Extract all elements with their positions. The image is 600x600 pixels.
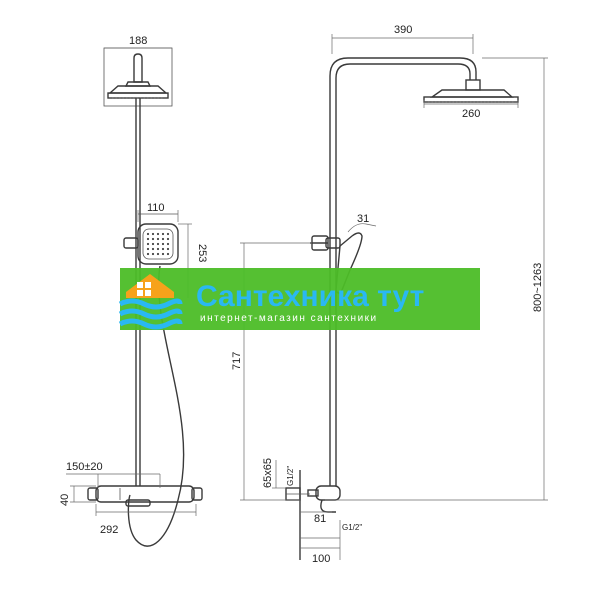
spray-nozzle — [156, 252, 160, 256]
front-view: 188 110 253 150±20 40 292 — [59, 35, 208, 547]
spray-nozzle — [166, 237, 170, 241]
spray-nozzle — [156, 242, 160, 246]
watermark-subtitle: интернет-магазин сантехники — [200, 313, 378, 324]
watermark-banner: Сантехника тут интернет-магазин сантехни… — [118, 268, 480, 330]
dim-head-width: 188 — [129, 35, 147, 47]
spray-nozzle — [161, 237, 165, 241]
side-view: 390 260 31 800~1263 717 65x65 G1/2" 81 G… — [231, 24, 548, 565]
house-waves-icon — [118, 274, 183, 330]
dim-head-diameter: 260 — [462, 108, 480, 120]
dim-inlet-thread-top: G1/2" — [286, 466, 295, 486]
front-thermostatic-mixer — [87, 485, 203, 507]
spray-nozzle — [161, 252, 165, 256]
spray-nozzle — [146, 242, 150, 246]
dim-eccentric-depth: 81 — [314, 513, 326, 525]
spray-nozzle — [146, 237, 150, 241]
front-shower-head — [103, 47, 173, 107]
dim-height-range: 800~1263 — [532, 263, 544, 312]
spray-nozzle — [161, 232, 165, 236]
dim-eccentric-size: 65x65 — [262, 458, 274, 488]
dim-mixer-length: 292 — [100, 524, 118, 536]
watermark-title: Сантехника тут — [196, 280, 424, 313]
dim-handshower-width: 110 — [147, 202, 165, 214]
side-dimension-lines — [240, 34, 548, 560]
dim-mixer-height: 40 — [59, 494, 71, 506]
spray-nozzle — [166, 252, 170, 256]
spray-nozzle — [166, 232, 170, 236]
dim-holder-height: 717 — [231, 352, 243, 370]
dim-mixer-spacing: 150±20 — [66, 461, 103, 473]
dim-handshower-height: 253 — [196, 244, 208, 262]
spray-nozzle — [156, 237, 160, 241]
dim-wall-offset: 100 — [312, 553, 330, 565]
spray-nozzle — [151, 252, 155, 256]
side-thermostatic-mixer — [307, 485, 341, 513]
spray-nozzle — [156, 232, 160, 236]
spray-nozzle — [161, 247, 165, 251]
dim-handshower-angle: 31 — [357, 213, 369, 225]
front-shower-hose — [127, 265, 185, 547]
spray-nozzle — [166, 242, 170, 246]
front-dimension-lines — [66, 47, 197, 516]
spray-nozzle — [146, 252, 150, 256]
dim-arm-reach: 390 — [394, 24, 412, 36]
front-hand-shower — [123, 210, 192, 298]
dim-inlet-thread-bottom: G1/2" — [342, 523, 362, 532]
spray-nozzle — [161, 242, 165, 246]
side-shower-head — [423, 79, 519, 103]
spray-nozzle — [151, 237, 155, 241]
spray-nozzle — [146, 232, 150, 236]
spray-nozzle — [166, 247, 170, 251]
side-riser-pipe — [329, 57, 477, 486]
spray-nozzle — [151, 232, 155, 236]
spray-nozzle — [151, 242, 155, 246]
spray-nozzle — [156, 247, 160, 251]
spray-nozzle — [151, 247, 155, 251]
spray-nozzle — [146, 247, 150, 251]
